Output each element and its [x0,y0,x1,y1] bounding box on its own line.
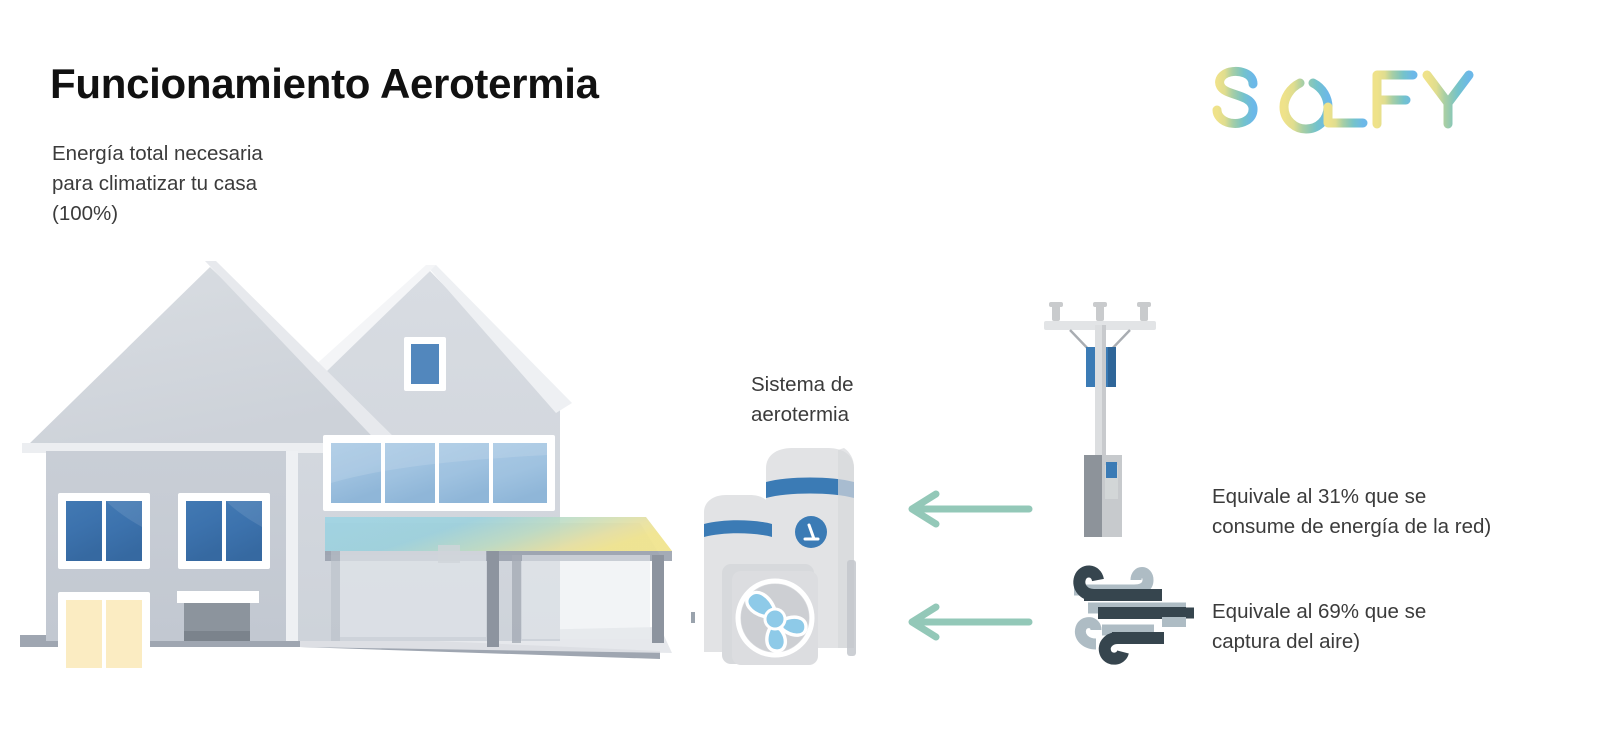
page-title: Funcionamiento Aerotermia [50,60,599,107]
wind-icon [1073,565,1194,665]
system-label: Sistema de aerotermia [751,373,854,426]
heat-pump-illustration [704,448,856,665]
note-grid-energy: Equivale al 31% que se consume de energí… [1212,485,1492,538]
tank-band [704,520,772,537]
arrow-grid-to-system [908,490,1033,528]
fan-blades [745,590,808,653]
solfy-logo [1212,66,1474,134]
utility-pole-illustration [1044,302,1156,537]
subtitle-text: Energía total necesaria para climatizar … [52,142,263,225]
small-tick-mark [691,612,695,623]
house-illustration [20,261,672,675]
tank-band [766,477,854,498]
meter-indicator [1106,462,1117,478]
note-air-energy: Equivale al 69% que se captura del aire) [1212,600,1427,653]
arrow-air-to-system [908,603,1033,641]
